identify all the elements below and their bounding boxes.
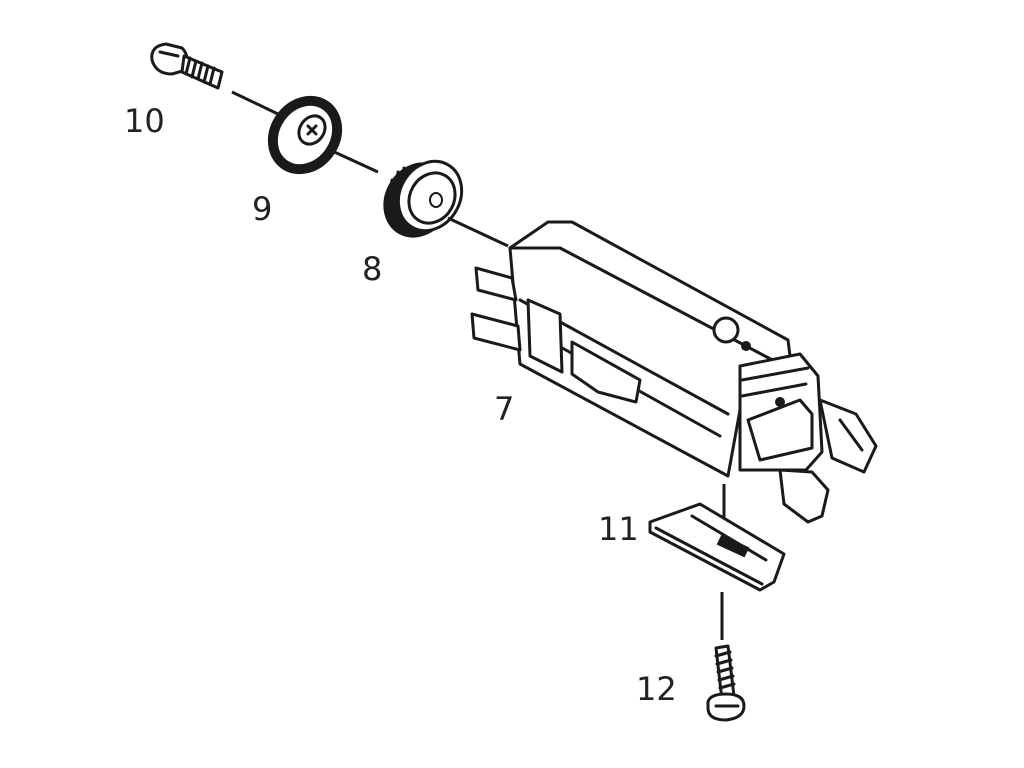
leader-line-9-8 (329, 148, 379, 174)
part-12-screw (706, 644, 746, 722)
part-9-washer (267, 95, 343, 175)
callout-label-10: 10 (124, 102, 165, 140)
part-11-plate (648, 502, 786, 592)
callout-label-11: 11 (598, 510, 639, 548)
leader-line-8-7 (447, 216, 509, 248)
leader-line-10-9 (231, 90, 279, 116)
part-8-knob (383, 159, 464, 238)
callout-label-7: 7 (494, 390, 514, 428)
callout-label-12: 12 (636, 670, 677, 708)
callout-label-8: 8 (362, 250, 382, 288)
callout-label-9: 9 (252, 190, 272, 228)
part-7-housing (470, 220, 878, 524)
part-10-screw (150, 42, 224, 90)
